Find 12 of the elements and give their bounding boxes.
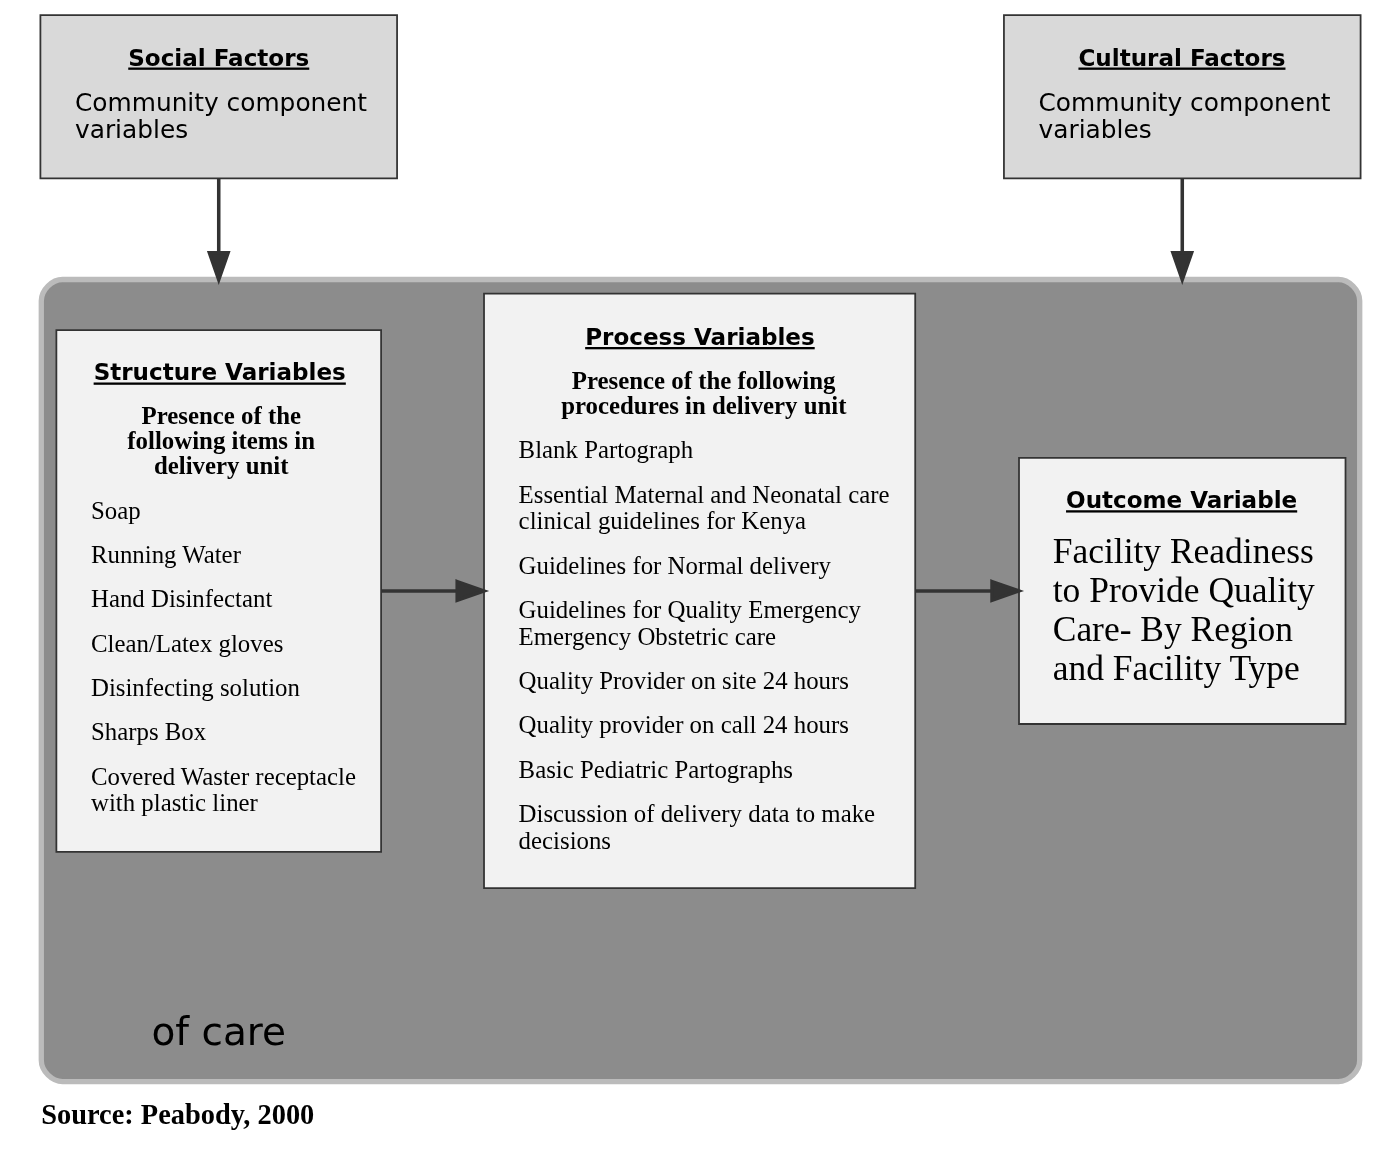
node-box: Outcome Variable Facility Readiness to Provide Quality Care- By Region and Facility Type (1017, 456, 1346, 725)
arrow (1169, 178, 1194, 285)
arrow (380, 579, 489, 603)
arrow (206, 178, 231, 285)
node-box: Process Variables Presence of the following procedures in delivery unit Blank Partograph Essential Maternal and Neonatal care clinical guidelines for Kenya Guidelines for Normal delivery Guidelines for Quality Emergency Emergency Obstetric care Quality Provider on site 24 hours Quality provider on call 24 hours Basic Pediatric Partographs Discussion of delivery data to make decisions (482, 292, 916, 890)
node-box: Structure Variables Presence of the following items in delivery unit Soap Running Water Hand Disinfectant Clean/Latex gloves Disinfecting solution Sharps Box Covered Waster receptacle with plastic liner (55, 329, 382, 853)
cluster (38, 276, 1362, 1085)
caption: Source: Peabody, 2000 (40, 1098, 314, 1130)
arrow (915, 579, 1024, 603)
node-box: Social Factors Community component variables (39, 14, 398, 180)
label: of care (150, 1009, 286, 1055)
node-box: Cultural Factors Community component variables (1002, 14, 1361, 180)
